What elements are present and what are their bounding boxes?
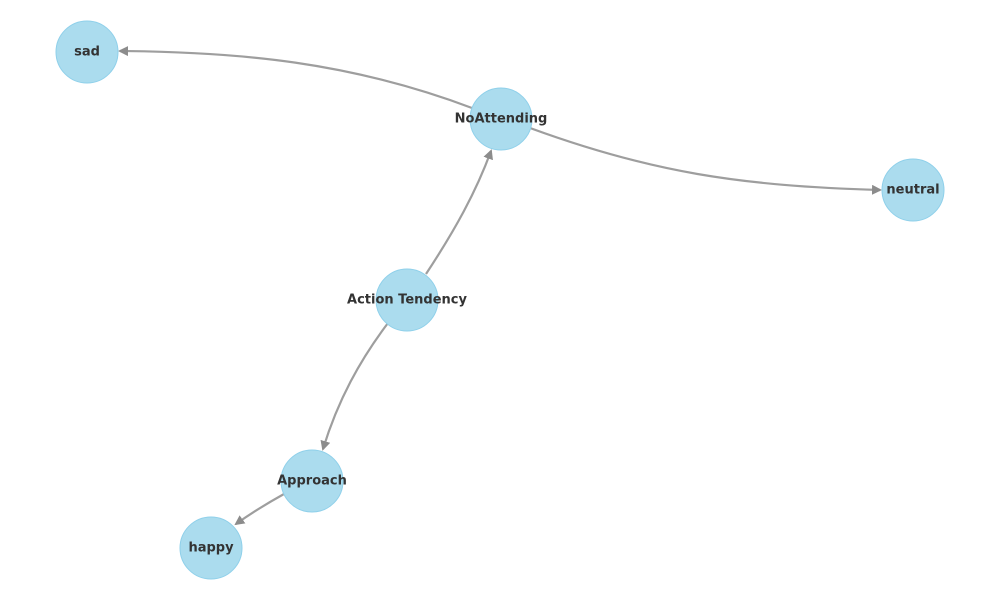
edge-action-tendency-to-approach bbox=[320, 322, 389, 451]
node-label-noattending: NoAttending bbox=[455, 112, 548, 127]
node-neutral[interactable]: neutral bbox=[881, 158, 945, 222]
edge-noattending-to-sad bbox=[118, 46, 473, 110]
edge-approach-to-happy bbox=[234, 493, 285, 526]
node-happy[interactable]: happy bbox=[179, 516, 243, 580]
edge-action-tendency-to-noattending bbox=[425, 149, 493, 275]
edge-noattending-to-neutral bbox=[529, 126, 882, 195]
node-label-approach: Approach bbox=[277, 474, 347, 489]
node-label-action-tendency: Action Tendency bbox=[347, 293, 467, 308]
node-action-tendency[interactable]: Action Tendency bbox=[347, 268, 467, 332]
node-label-sad: sad bbox=[74, 45, 100, 60]
edges-layer bbox=[118, 46, 882, 526]
node-sad[interactable]: sad bbox=[55, 20, 119, 84]
node-approach[interactable]: Approach bbox=[277, 449, 347, 513]
node-label-neutral: neutral bbox=[886, 183, 939, 198]
nodes-layer: sad NoAttending neutral Action Tendency … bbox=[55, 20, 945, 580]
node-label-happy: happy bbox=[188, 541, 234, 556]
node-noattending[interactable]: NoAttending bbox=[455, 87, 548, 151]
